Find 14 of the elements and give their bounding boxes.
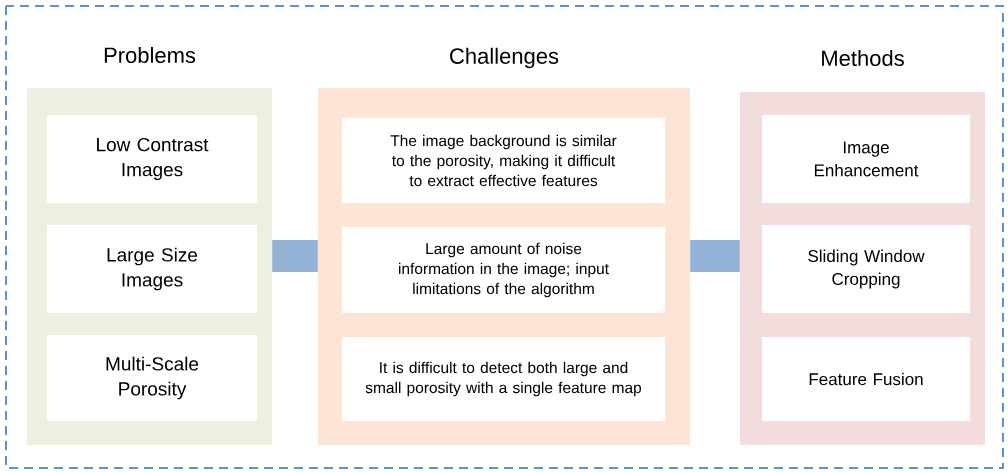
text-box: Feature Fusion xyxy=(762,337,970,421)
panel-title: Problems xyxy=(104,46,196,64)
connector-bar xyxy=(690,240,740,272)
text-box: Large amount of noise information in the image; input limitations of the algorithm xyxy=(342,227,665,313)
text-box: Sliding Window Cropping xyxy=(762,225,970,313)
text-box: Image Enhancement xyxy=(762,115,970,203)
text-box: Low Contrast Images xyxy=(47,115,257,203)
text-box: The image background is similar to the porosity, making it difficult to extract effective features xyxy=(342,118,665,203)
text-box: Multi-Scale Porosity xyxy=(47,335,257,421)
text-box: Large Size Images xyxy=(47,225,257,313)
panel-title: Methods xyxy=(822,49,904,67)
text-box: It is difficult to detect both large and small porosity with a single feature map xyxy=(342,337,665,421)
connector-bar xyxy=(272,240,318,272)
panel-title: Challenges xyxy=(450,47,559,69)
